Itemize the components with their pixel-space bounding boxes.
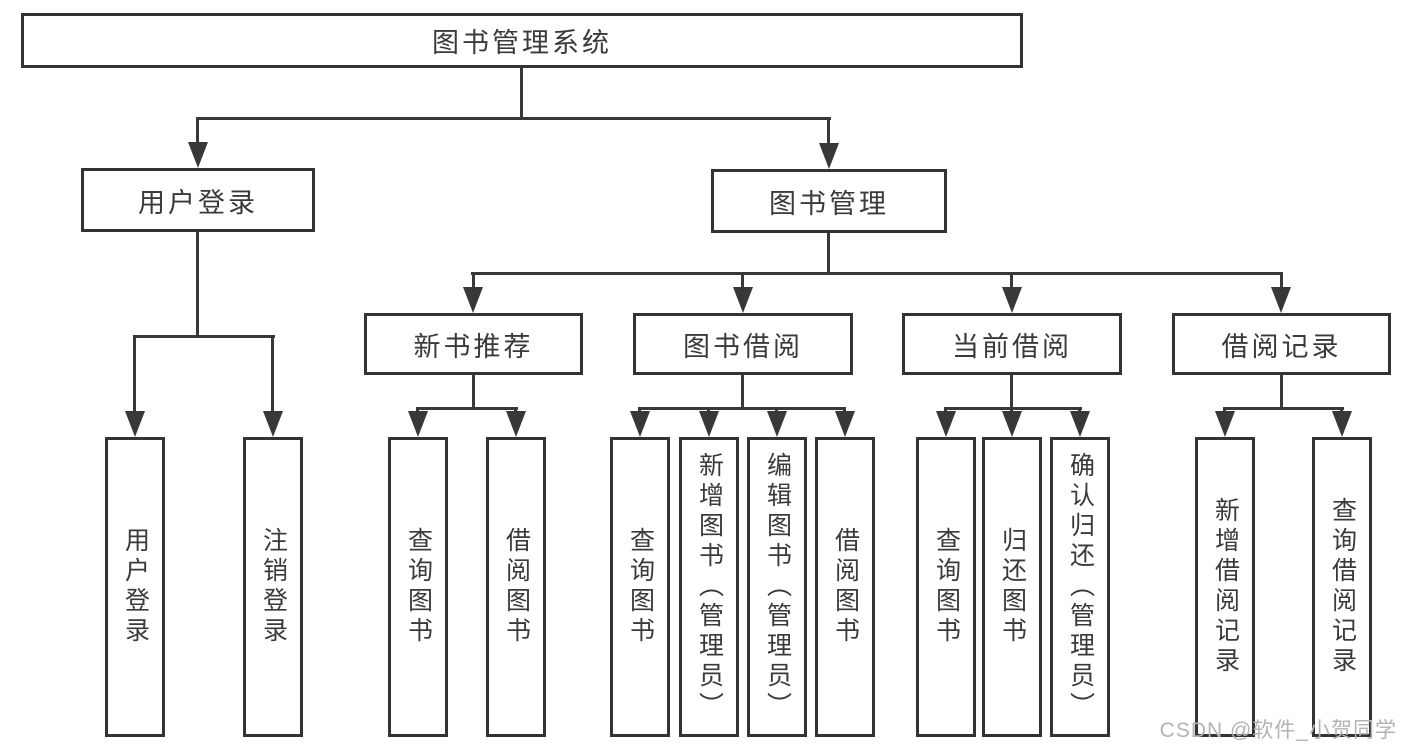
connector-line xyxy=(944,407,1082,410)
leaf-borrow-edit-book-admin: 编辑图书（管理员） xyxy=(747,437,807,737)
connector-line xyxy=(827,117,830,145)
connector-line xyxy=(196,117,199,145)
leaf-user-login: 用户登录 xyxy=(105,437,165,737)
arrow-down-icon xyxy=(936,411,956,437)
leaf-borrow-add-book-admin: 新增图书（管理员） xyxy=(679,437,739,737)
arrow-down-icon xyxy=(733,287,753,313)
arrow-down-icon xyxy=(125,411,145,437)
node-current-borrow: 当前借阅 xyxy=(902,313,1122,375)
connector-line xyxy=(827,233,830,275)
leaf-record-query-borrow-record: 查询借阅记录 xyxy=(1312,437,1372,737)
arrow-down-icon xyxy=(699,411,719,437)
connector-line xyxy=(271,335,274,415)
arrow-down-icon xyxy=(1332,411,1352,437)
arrow-down-icon xyxy=(1070,411,1090,437)
leaf-newbook-borrow-book: 借阅图书 xyxy=(486,437,546,737)
connector-line xyxy=(472,272,475,290)
arrow-down-icon xyxy=(263,411,283,437)
leaf-current-query-book: 查询图书 xyxy=(916,437,976,737)
leaf-record-add-borrow-record: 新增借阅记录 xyxy=(1195,437,1255,737)
arrow-down-icon xyxy=(835,411,855,437)
connector-line xyxy=(471,272,1283,275)
node-root-library-system: 图书管理系统 xyxy=(21,13,1023,68)
arrow-down-icon xyxy=(1215,411,1235,437)
leaf-borrow-borrow-book: 借阅图书 xyxy=(815,437,875,737)
connector-line xyxy=(1223,407,1344,410)
connector-line xyxy=(196,117,831,120)
arrow-down-icon xyxy=(630,411,650,437)
connector-line xyxy=(520,68,523,120)
arrow-down-icon xyxy=(188,142,208,168)
connector-line xyxy=(1010,272,1013,290)
connector-line xyxy=(472,375,475,410)
node-borrow-record: 借阅记录 xyxy=(1172,313,1391,375)
leaf-borrow-query-book: 查询图书 xyxy=(610,437,670,737)
arrow-down-icon xyxy=(1002,411,1022,437)
leaf-current-return-book: 归还图书 xyxy=(982,437,1042,737)
arrow-down-icon xyxy=(1271,287,1291,313)
connector-line xyxy=(1280,272,1283,290)
connector-line xyxy=(638,407,846,410)
node-book-management: 图书管理 xyxy=(711,169,947,233)
node-new-book-recommend: 新书推荐 xyxy=(364,313,583,375)
connector-line xyxy=(1010,375,1013,410)
connector-line xyxy=(133,335,136,415)
arrow-down-icon xyxy=(463,287,483,313)
connector-line xyxy=(416,407,518,410)
leaf-current-confirm-return-admin: 确认归还（管理员） xyxy=(1050,437,1110,737)
node-book-borrow: 图书借阅 xyxy=(633,313,853,375)
csdn-watermark: CSDN @软件_小贺同学 xyxy=(1159,719,1397,742)
arrow-down-icon xyxy=(1002,287,1022,313)
arrow-down-icon xyxy=(408,411,428,437)
connector-line xyxy=(741,272,744,290)
leaf-newbook-query-book: 查询图书 xyxy=(388,437,448,737)
arrow-down-icon xyxy=(506,411,526,437)
connector-line xyxy=(741,375,744,410)
leaf-logout: 注销登录 xyxy=(243,437,303,737)
connector-line xyxy=(133,335,275,338)
arrow-down-icon xyxy=(767,411,787,437)
connector-line xyxy=(1280,375,1283,410)
node-user-login: 用户登录 xyxy=(81,168,315,232)
connector-line xyxy=(196,232,199,335)
arrow-down-icon xyxy=(819,143,839,169)
